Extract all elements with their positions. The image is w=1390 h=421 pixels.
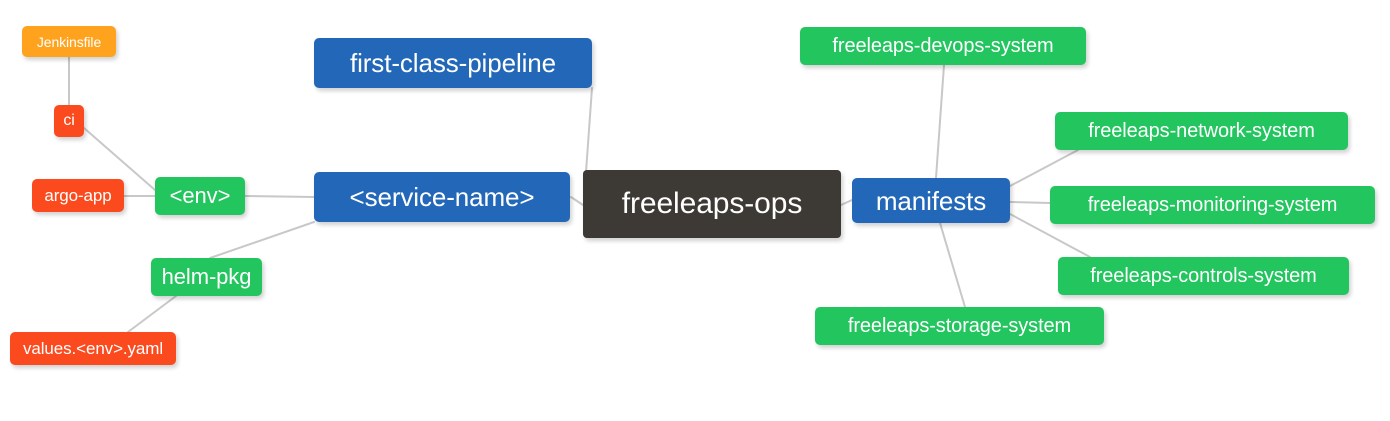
node-freeleaps-storage-system[interactable]: freeleaps-storage-system bbox=[815, 307, 1104, 345]
node-env[interactable]: <env> bbox=[155, 177, 245, 215]
edge-manifests-to-freeleaps-monitoring-system bbox=[1009, 201, 1051, 204]
edge-service-name-to-env bbox=[244, 195, 315, 198]
edge-manifests-to-freeleaps-storage-system bbox=[939, 222, 966, 308]
node-first-class-pipeline[interactable]: first-class-pipeline bbox=[314, 38, 592, 88]
node-argo-app[interactable]: argo-app bbox=[32, 179, 124, 212]
node-root[interactable]: freeleaps-ops bbox=[583, 170, 841, 238]
node-helm-pkg[interactable]: helm-pkg bbox=[151, 258, 262, 296]
node-manifests[interactable]: manifests bbox=[852, 178, 1010, 223]
node-freeleaps-controls-system[interactable]: freeleaps-controls-system bbox=[1058, 257, 1349, 295]
node-freeleaps-devops-system[interactable]: freeleaps-devops-system bbox=[800, 27, 1086, 65]
node-ci[interactable]: ci bbox=[54, 105, 84, 137]
edge-root-to-manifests bbox=[840, 199, 853, 206]
edge-service-name-to-helm-pkg bbox=[209, 221, 315, 259]
edge-root-to-first-class-pipeline bbox=[585, 87, 593, 173]
edge-manifests-to-freeleaps-network-system bbox=[1009, 149, 1079, 187]
edge-helm-pkg-to-values-yaml bbox=[127, 295, 177, 333]
edge-manifests-to-freeleaps-devops-system bbox=[935, 64, 945, 179]
node-values-yaml[interactable]: values.<env>.yaml bbox=[10, 332, 176, 365]
node-service-name[interactable]: <service-name> bbox=[314, 172, 570, 222]
edge-root-to-service-name bbox=[570, 196, 584, 206]
node-freeleaps-network-system[interactable]: freeleaps-network-system bbox=[1055, 112, 1348, 150]
node-freeleaps-monitoring-system[interactable]: freeleaps-monitoring-system bbox=[1050, 186, 1375, 224]
node-jenkinsfile[interactable]: Jenkinsfile bbox=[22, 26, 116, 57]
